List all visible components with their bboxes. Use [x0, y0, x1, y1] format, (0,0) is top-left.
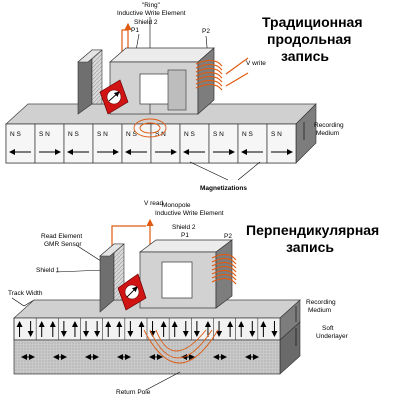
- bottom-p1-label: P1: [181, 232, 189, 239]
- medium-cell: [209, 124, 238, 163]
- top-p1-label: P1: [131, 27, 139, 34]
- cell-poles: S N: [213, 131, 224, 138]
- bottom-medium-label-2: Medium: [308, 307, 331, 314]
- cell-poles: N S: [68, 131, 80, 138]
- underlayer-label-1: Soft: [322, 325, 334, 332]
- medium-cell: [93, 124, 122, 163]
- medium-cell: [64, 124, 93, 163]
- track-width-label: Track Width: [8, 290, 43, 297]
- top-title-line-3: запись: [281, 48, 329, 64]
- cell-poles: S N: [39, 131, 50, 138]
- top-p2-label: P2: [202, 28, 210, 35]
- cell-poles: S N: [97, 131, 108, 138]
- read-element-label-1: Read Element: [41, 233, 82, 240]
- top-vwrite-label: V write: [246, 60, 266, 67]
- cell-poles: N S: [10, 131, 22, 138]
- cell-poles: N S: [184, 131, 196, 138]
- medium-cell: [238, 124, 267, 163]
- medium-cell: [180, 124, 209, 163]
- bottom-shield2-label: Shield 2: [172, 224, 196, 231]
- cell-poles: N S: [242, 131, 254, 138]
- magnetizations-label: Magnetizations: [200, 185, 247, 192]
- underlayer-label-2: Underlayer: [316, 333, 349, 340]
- return-pole-label: Return Pole: [116, 389, 151, 396]
- top-element-label-1: "Ring": [142, 2, 161, 9]
- medium-cell: [6, 124, 35, 163]
- top-title-line-2: продольная: [267, 31, 351, 47]
- medium-cell: [35, 124, 64, 163]
- bottom-title-line-2: запись: [286, 239, 334, 255]
- medium-cell: [267, 124, 296, 163]
- top-title-line-1: Традиционная: [262, 14, 362, 30]
- top-element-label-2: Inductive Write Element: [117, 10, 186, 17]
- bottom-medium-label-1: Recording: [306, 299, 336, 306]
- top-medium-label-1: Recording: [314, 122, 344, 129]
- bottom-vread-label: V read: [144, 200, 164, 207]
- longitudinal-diagram: Традиционная продольная запись "Ring" In…: [6, 2, 362, 192]
- cell-poles: S N: [271, 131, 282, 138]
- bottom-title-line-1: Перпендикулярная: [246, 222, 379, 238]
- bottom-element-label-1: Monopole: [162, 202, 191, 209]
- bottom-p2-label: P2: [224, 233, 232, 240]
- top-shield2-label: Shield 2: [134, 19, 158, 26]
- shield1-label: Shield 1: [36, 267, 60, 274]
- bottom-element-label-2: Inductive Write Element: [155, 210, 224, 217]
- perpendicular-diagram: Перпендикулярная запись V read Monopole …: [8, 200, 379, 396]
- read-element-label-2: GMR Sensor: [44, 241, 82, 248]
- medium-cell: [122, 124, 151, 163]
- top-medium-label-2: Medium: [316, 130, 339, 137]
